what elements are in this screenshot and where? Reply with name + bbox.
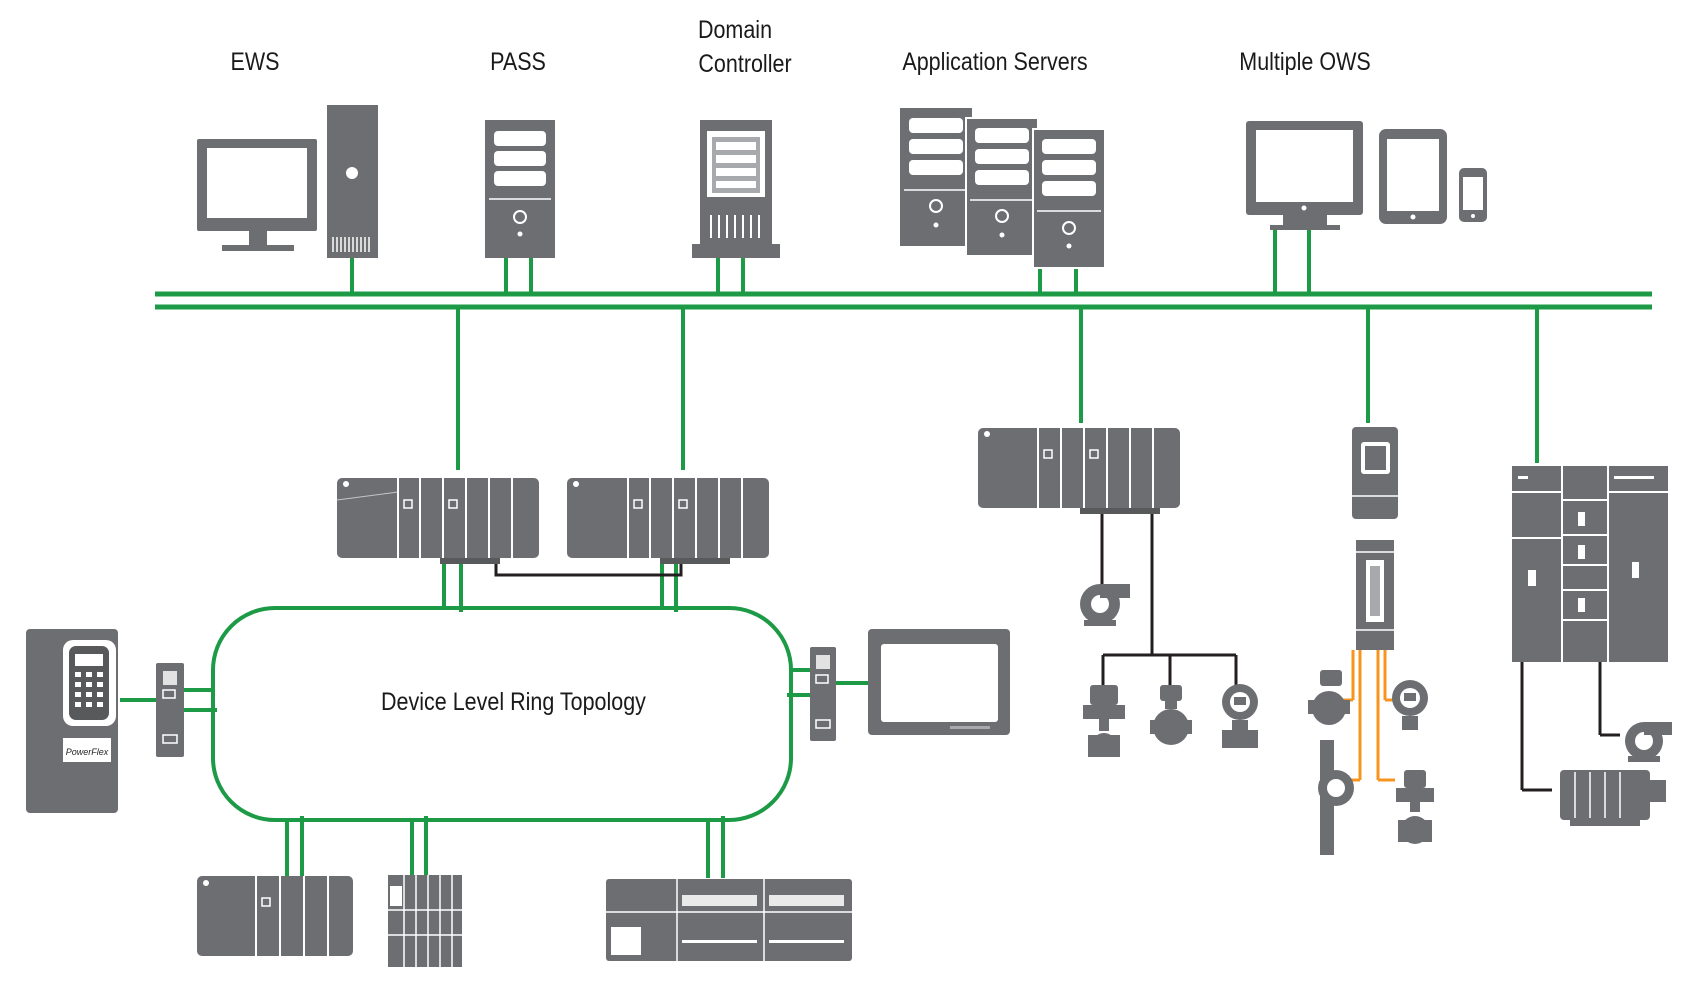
compact-controller-icon <box>197 876 353 956</box>
label-ring-topology: Device Level Ring Topology <box>381 688 646 716</box>
ows-phone-icon <box>1459 168 1487 222</box>
operator-panel-icon <box>868 629 1010 735</box>
drive-brand-text: PowerFlex <box>66 747 109 757</box>
ring-switch-right-icon <box>810 647 836 741</box>
pass-server-icon <box>485 120 555 258</box>
powerflex-drive-icon: PowerFlex <box>26 629 118 813</box>
application-servers-icon <box>900 108 1106 269</box>
label-domain-controller-line1: Domain <box>697 16 773 44</box>
ews-tower-icon <box>327 105 378 258</box>
controller-chassis-process <box>978 428 1180 514</box>
device-wiring <box>494 510 1620 792</box>
network-backbone <box>155 291 1652 310</box>
controller-chassis-right <box>567 478 769 564</box>
label-domain-controller-line2: Controller <box>698 50 792 78</box>
valve-actuator-icon <box>1150 685 1192 745</box>
linking-device-icon <box>1352 427 1398 519</box>
pump-icon <box>1080 584 1130 626</box>
dlr-ring <box>120 560 868 878</box>
ows-tablet-icon <box>1379 129 1447 224</box>
motor-control-center-icon <box>1512 466 1668 662</box>
mcc-pump-icon <box>1625 722 1672 762</box>
ring-switch-left-icon <box>156 663 184 757</box>
fieldbus-flowmeter-icon <box>1318 740 1354 855</box>
label-ews: EWS <box>230 48 280 76</box>
control-valve-icon <box>1083 685 1125 757</box>
mcc-motor-icon <box>1560 770 1666 826</box>
fieldbus-control-valve-icon <box>1396 770 1434 844</box>
fieldbus-transmitter-icon <box>1392 680 1428 730</box>
label-multiple-ows: Multiple OWS <box>1239 48 1371 76</box>
ews-monitor-icon <box>197 139 317 251</box>
domain-controller-icon <box>692 120 780 258</box>
fieldbus-power-conditioner-icon <box>1356 540 1394 650</box>
fieldbus-wiring <box>1333 650 1395 782</box>
fieldbus-valve-icon <box>1308 670 1350 725</box>
label-application-servers: Application Servers <box>902 48 1088 76</box>
distributed-io-icon <box>388 875 462 967</box>
label-pass: PASS <box>490 48 546 76</box>
flow-meter-icon <box>1222 684 1258 748</box>
controller-chassis-left <box>336 478 539 564</box>
io-chassis-icon <box>606 879 852 961</box>
ows-monitor-icon <box>1246 121 1363 230</box>
network-drops <box>350 230 1539 470</box>
